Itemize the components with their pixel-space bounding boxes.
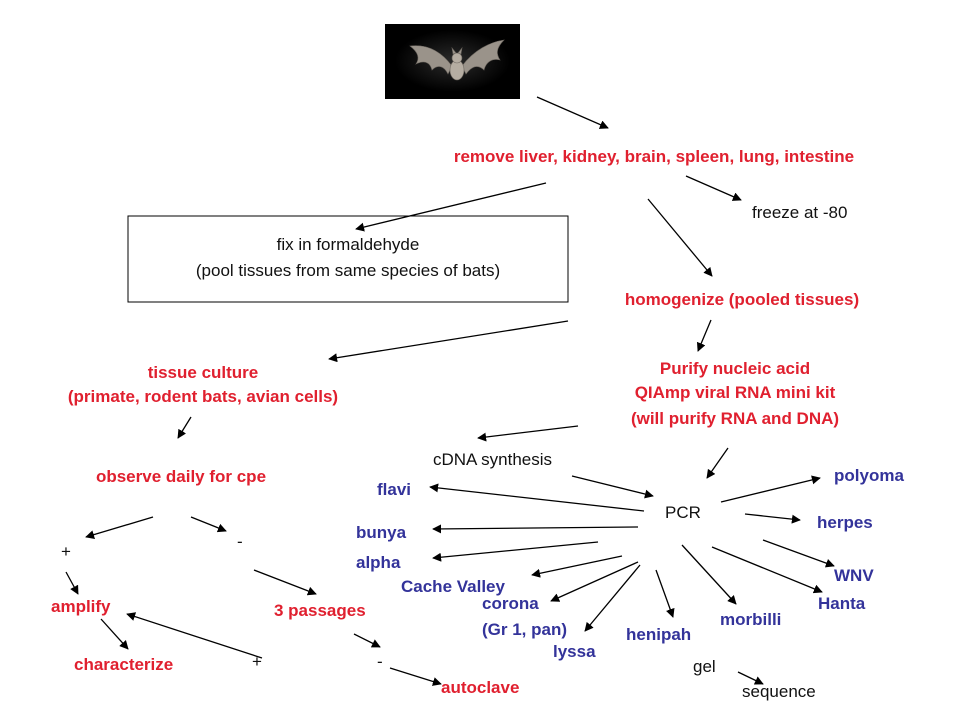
arrow-pcr-to-cache-valley <box>531 555 623 578</box>
virus-henipah: henipah <box>626 625 691 644</box>
fix-box <box>127 215 569 303</box>
virus-bunya: bunya <box>356 523 407 542</box>
arrow-observe-to-negative <box>190 516 227 533</box>
arrow-cdna-to-pcr <box>571 475 654 499</box>
arrow-tissue-to-observe <box>177 416 192 439</box>
arrow-amplify-to-characterize <box>100 618 129 650</box>
freeze-step: freeze at -80 <box>752 203 847 222</box>
negative-sign-1: - <box>237 532 243 551</box>
arrow-pcr-to-flavi <box>429 483 645 512</box>
purify-line2: QIAmp viral RNA mini kit <box>635 383 836 402</box>
virus-polyoma: polyoma <box>834 466 904 485</box>
arrow-pcr-to-morbilli <box>681 544 737 605</box>
arrow-observe-to-positive <box>85 516 154 539</box>
arrow-pcr-to-lyssa <box>584 564 641 632</box>
arrow-remove-to-fix <box>355 182 547 232</box>
flow-arrows <box>65 96 835 686</box>
virus-cache-valley: Cache Valley <box>401 577 506 596</box>
amplify-step: amplify <box>51 597 111 616</box>
virus-herpes: herpes <box>817 513 873 532</box>
arrow-pcr-to-wnv <box>762 539 835 568</box>
arrow-homogenize-to-purify <box>696 319 712 352</box>
arrow-pcr-to-bunya <box>432 524 639 534</box>
arrow-pcr-to-herpes <box>744 513 801 524</box>
virus-morbilli: morbilli <box>720 610 781 629</box>
arrow-pcr-to-corona <box>550 561 639 602</box>
arrow-pcr-to-alpha <box>432 541 599 562</box>
arrow-passages-to-negative <box>353 633 381 648</box>
arrow-negative-to-passages <box>253 569 317 596</box>
observe-step: observe daily for cpe <box>96 467 266 486</box>
arrow-negative-to-autoclave <box>389 667 442 686</box>
negative-sign-2: - <box>377 652 383 671</box>
gel-step: gel <box>693 657 716 676</box>
arrow-homogenize-to-tissue <box>328 320 569 363</box>
tissue-culture-line2: (primate, rodent bats, avian cells) <box>68 387 338 406</box>
bat-photo <box>385 24 520 99</box>
fix-step-line1: fix in formaldehyde <box>277 235 420 254</box>
sequence-step: sequence <box>742 682 816 701</box>
arrow-bat-to-remove <box>536 96 609 129</box>
homogenize-step: homogenize (pooled tissues) <box>625 290 859 309</box>
bat-icon <box>409 39 505 81</box>
virus-hanta: Hanta <box>818 594 866 613</box>
autoclave-step: autoclave <box>441 678 519 697</box>
arrow-positive-to-amplify <box>65 571 79 595</box>
positive-sign-1: + <box>61 542 71 561</box>
arrow-passages-positive-to-amplify <box>126 612 263 659</box>
arrow-pcr-to-polyoma <box>720 475 821 503</box>
virus-flavi: flavi <box>377 480 411 499</box>
arrow-remove-to-freeze <box>685 175 742 201</box>
arrow-remove-to-homogenize <box>647 198 713 277</box>
positive-sign-2: + <box>252 652 262 671</box>
remove-organs-step: remove liver, kidney, brain, spleen, lun… <box>454 147 854 166</box>
fix-step-line2: (pool tissues from same species of bats) <box>196 261 500 280</box>
virus-lyssa: lyssa <box>553 642 596 661</box>
passages-step: 3 passages <box>274 601 366 620</box>
purify-line1: Purify nucleic acid <box>660 359 810 378</box>
virus-alpha: alpha <box>356 553 401 572</box>
virus-corona-line2: (Gr 1, pan) <box>482 620 567 639</box>
arrow-pcr-to-henipah <box>655 569 675 618</box>
purify-line3: (will purify RNA and DNA) <box>631 409 839 428</box>
virus-corona-line1: corona <box>482 594 539 613</box>
cdna-synthesis-step: cDNA synthesis <box>433 450 552 469</box>
virus-wnv: WNV <box>834 566 874 585</box>
characterize-step: characterize <box>74 655 173 674</box>
arrow-gel-to-sequence <box>737 671 764 685</box>
arrow-purify-to-pcr <box>706 447 729 479</box>
tissue-culture-line1: tissue culture <box>148 363 259 382</box>
arrow-purify-to-cdna <box>477 425 579 442</box>
pcr-step: PCR <box>665 503 701 522</box>
arrow-pcr-to-hanta <box>711 546 823 594</box>
